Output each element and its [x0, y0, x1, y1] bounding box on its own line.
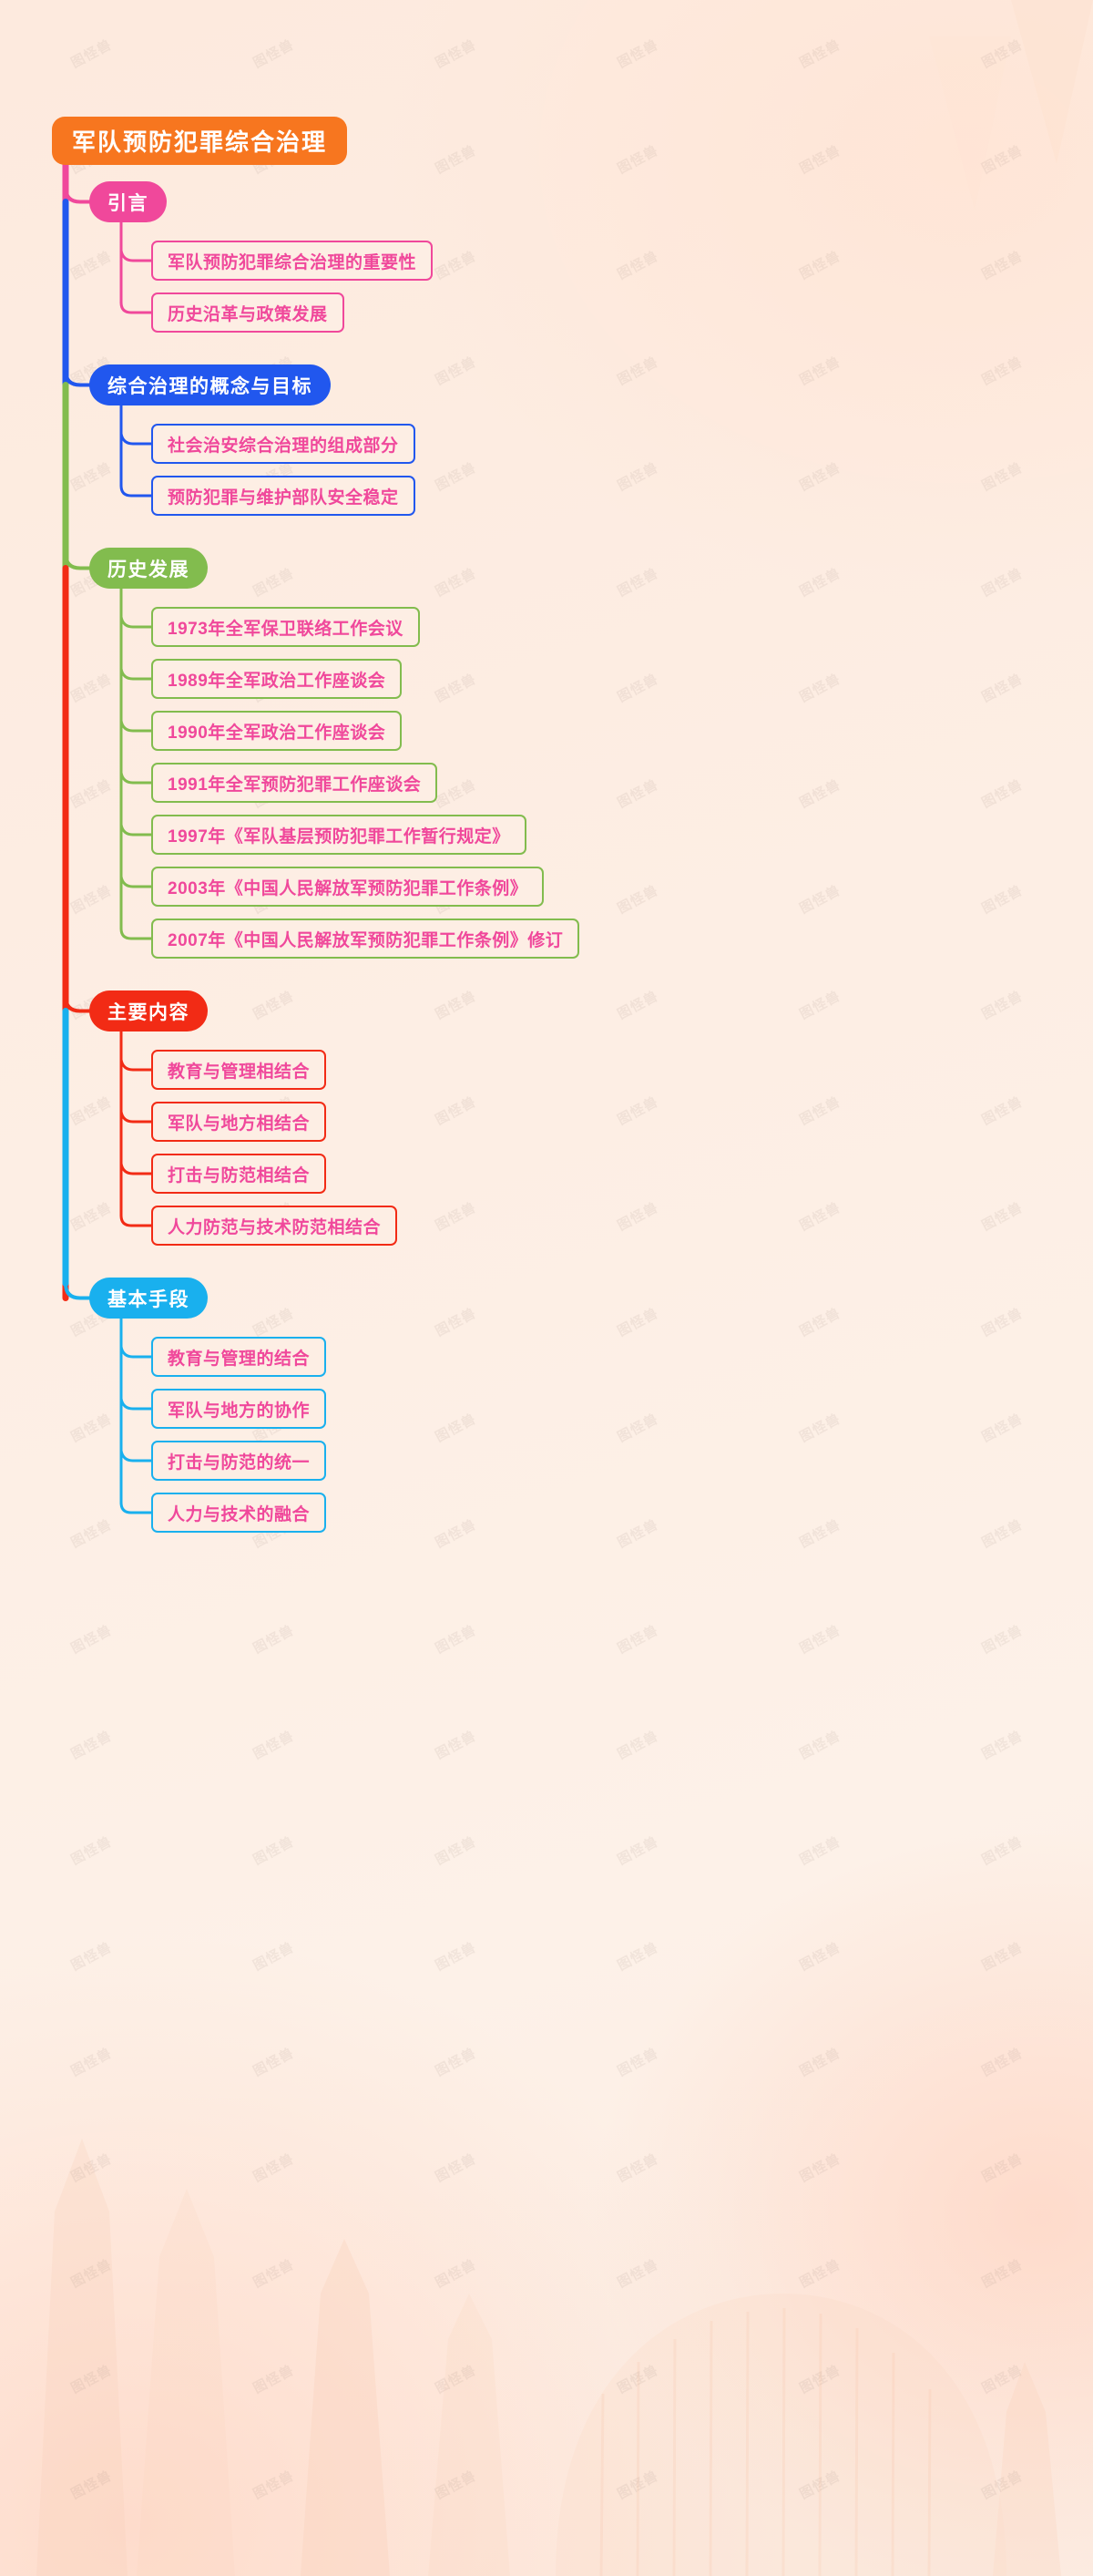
leaf-node-5-4[interactable]: 人力与技术的融合 — [151, 1493, 327, 1533]
leaf-node-5-1[interactable]: 教育与管理的结合 — [151, 1337, 327, 1377]
leaf-label: 教育与管理相结合 — [168, 1062, 311, 1082]
leaf-label: 1997年《军队基层预防犯罪工作暂行规定》 — [168, 826, 510, 847]
connector-line — [119, 1345, 153, 1359]
leaf-node-1-2[interactable]: 历史沿革与政策发展 — [151, 292, 344, 333]
branch-node-4[interactable]: 主要内容 — [89, 990, 208, 1031]
connector-line — [119, 1110, 153, 1124]
connector-line — [119, 1397, 153, 1411]
connector-line — [64, 551, 91, 570]
leaf-node-3-7[interactable]: 2007年《中国人民解放军预防犯罪工作条例》修订 — [151, 919, 580, 959]
connector-line — [119, 1214, 153, 1227]
leaf-label: 人力防范与技术防范相结合 — [168, 1217, 382, 1237]
connector-line — [119, 301, 153, 314]
branch-node-5[interactable]: 基本手段 — [89, 1278, 208, 1319]
leaf-node-5-3[interactable]: 打击与防范的统一 — [151, 1441, 327, 1481]
connector-line — [64, 185, 91, 204]
connector-line — [119, 1501, 153, 1514]
leaf-label: 打击与防范的统一 — [168, 1452, 311, 1473]
connector-line — [119, 771, 153, 785]
leaf-node-5-2[interactable]: 军队与地方的协作 — [151, 1389, 327, 1429]
leaf-label: 2007年《中国人民解放军预防犯罪工作条例》修订 — [168, 930, 564, 950]
leaf-node-1-1[interactable]: 军队预防犯罪综合治理的重要性 — [151, 241, 434, 281]
leaf-label: 2003年《中国人民解放军预防犯罪工作条例》 — [168, 878, 528, 898]
connector-line — [119, 823, 153, 836]
leaf-node-3-1[interactable]: 1973年全军保卫联络工作会议 — [151, 607, 420, 647]
connector-line — [119, 1162, 153, 1175]
leaf-label: 历史沿革与政策发展 — [168, 304, 328, 324]
connector-line — [119, 927, 153, 940]
branch-label: 引言 — [107, 192, 148, 214]
connector-line — [119, 667, 153, 681]
root-label: 军队预防犯罪综合治理 — [72, 128, 328, 156]
leaf-label: 教育与管理的结合 — [168, 1349, 311, 1369]
leaf-node-3-5[interactable]: 1997年《军队基层预防犯罪工作暂行规定》 — [151, 815, 526, 855]
branch-node-2[interactable]: 综合治理的概念与目标 — [89, 364, 331, 405]
leaf-label: 1989年全军政治工作座谈会 — [168, 671, 386, 691]
leaf-label: 军队与地方的协作 — [168, 1401, 311, 1421]
leaf-label: 预防犯罪与维护部队安全稳定 — [168, 487, 399, 508]
leaf-node-3-6[interactable]: 2003年《中国人民解放军预防犯罪工作条例》 — [151, 867, 545, 907]
connector-line — [119, 875, 153, 888]
connector-line — [119, 484, 153, 498]
connector-line — [119, 1449, 153, 1462]
leaf-label: 1990年全军政治工作座谈会 — [168, 723, 386, 743]
branch-label: 历史发展 — [107, 559, 189, 580]
connector-line — [119, 615, 153, 629]
leaf-node-3-4[interactable]: 1991年全军预防犯罪工作座谈会 — [151, 763, 438, 803]
leaf-label: 1991年全军预防犯罪工作座谈会 — [168, 775, 422, 795]
leaf-node-2-2[interactable]: 预防犯罪与维护部队安全稳定 — [151, 476, 415, 516]
branch-label: 基本手段 — [107, 1288, 189, 1310]
leaf-node-4-1[interactable]: 教育与管理相结合 — [151, 1050, 327, 1090]
leaf-label: 军队预防犯罪综合治理的重要性 — [168, 252, 417, 272]
connector-line — [64, 368, 91, 387]
leaf-label: 打击与防范相结合 — [168, 1165, 311, 1185]
connector-line — [119, 249, 153, 262]
connector-line — [119, 432, 153, 446]
leaf-node-3-3[interactable]: 1990年全军政治工作座谈会 — [151, 711, 403, 751]
leaf-node-2-1[interactable]: 社会治安综合治理的组成部分 — [151, 424, 415, 464]
branch-label: 主要内容 — [107, 1001, 189, 1023]
branch-node-3[interactable]: 历史发展 — [89, 548, 208, 589]
branch-label: 综合治理的概念与目标 — [107, 375, 312, 397]
leaf-label: 社会治安综合治理的组成部分 — [168, 436, 399, 456]
connector-line — [119, 1058, 153, 1072]
leaf-node-3-2[interactable]: 1989年全军政治工作座谈会 — [151, 659, 403, 699]
connector-line — [64, 1281, 91, 1300]
leaf-node-4-4[interactable]: 人力防范与技术防范相结合 — [151, 1206, 398, 1246]
leaf-label: 军队与地方相结合 — [168, 1114, 311, 1134]
leaf-label: 1973年全军保卫联络工作会议 — [168, 619, 403, 639]
leaf-node-4-3[interactable]: 打击与防范相结合 — [151, 1154, 327, 1194]
leaf-node-4-2[interactable]: 军队与地方相结合 — [151, 1102, 327, 1142]
branch-node-1[interactable]: 引言 — [89, 181, 167, 222]
leaf-label: 人力与技术的融合 — [168, 1504, 311, 1524]
root-node[interactable]: 军队预防犯罪综合治理 — [52, 117, 348, 165]
connector-line — [64, 994, 91, 1013]
connector-line — [119, 719, 153, 733]
